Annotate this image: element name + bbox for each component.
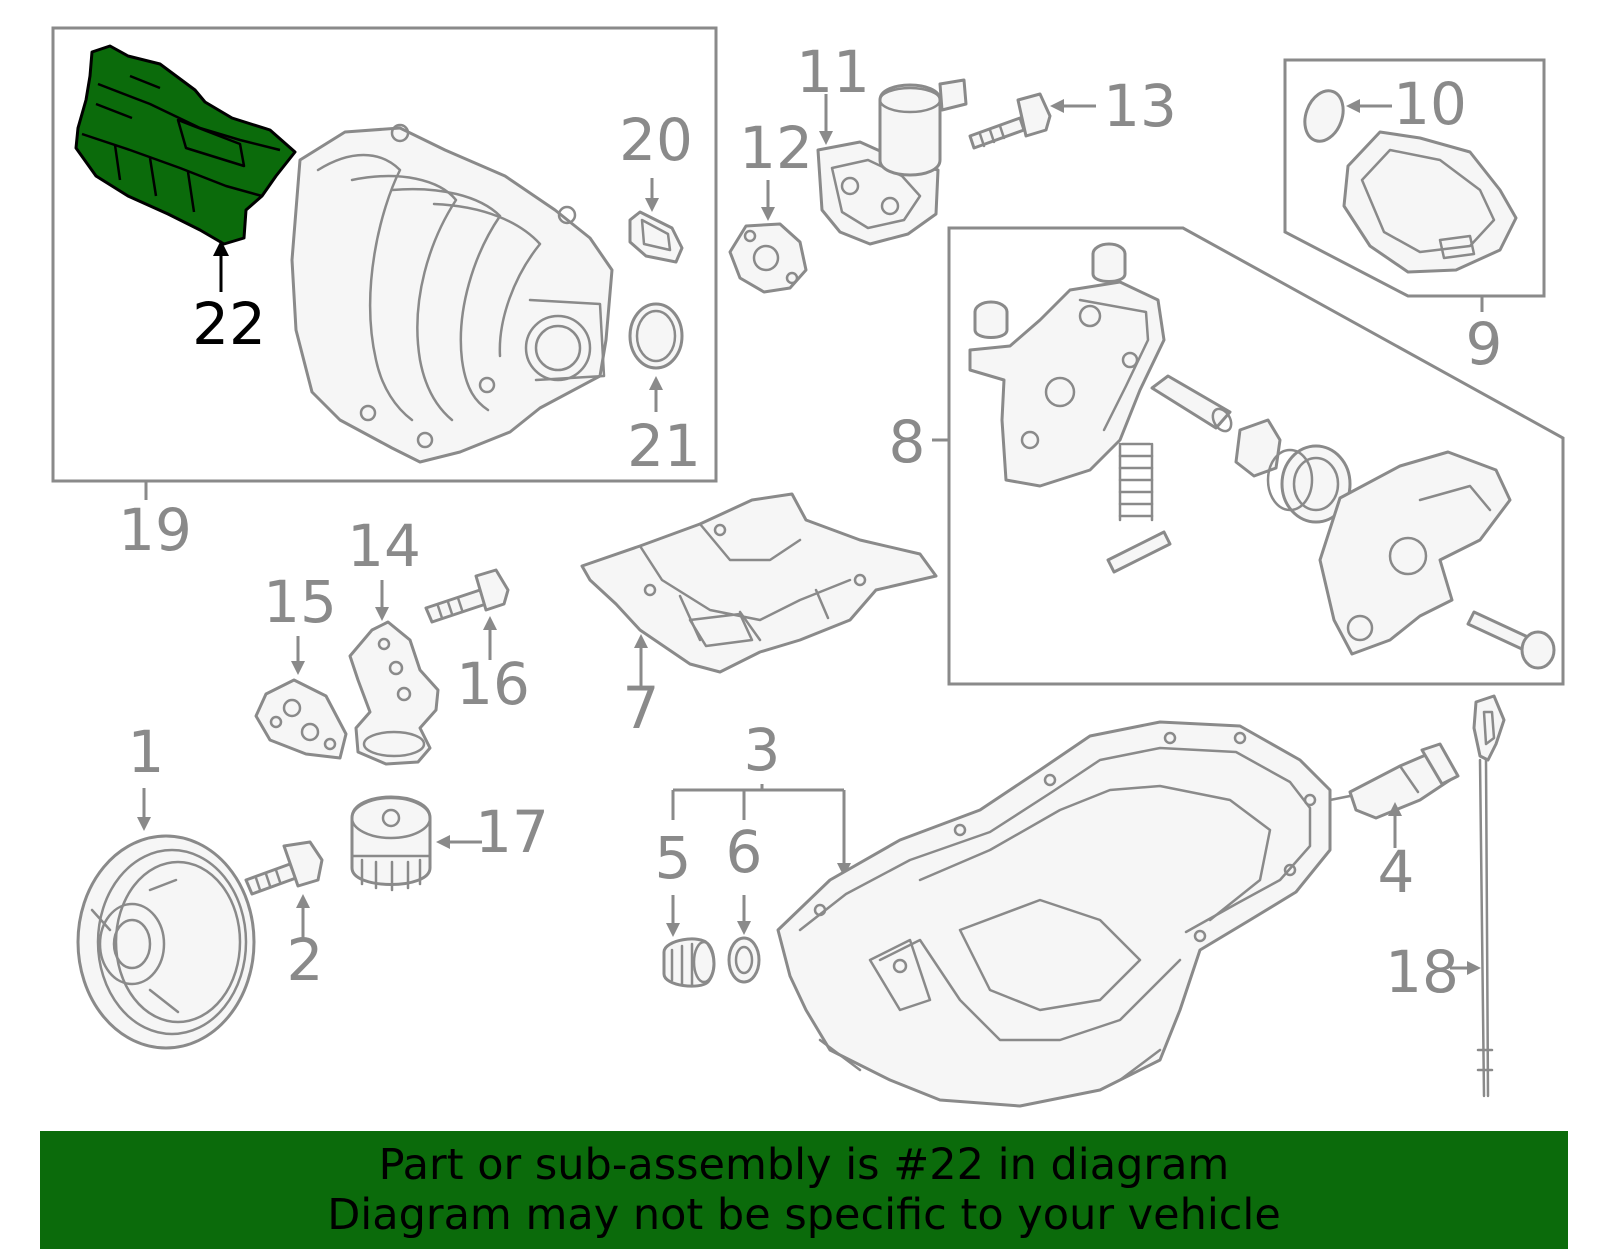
part-18-dipstick[interactable] (1472, 694, 1506, 1098)
part-8-pin[interactable] (1106, 530, 1172, 574)
part-4-dipstick-tube[interactable] (1328, 742, 1460, 820)
callout-6[interactable]: 6 (726, 818, 763, 886)
part-19-intake-manifold[interactable] (290, 123, 614, 464)
leader-3-bracket (671, 784, 846, 870)
callout-12[interactable]: 12 (739, 114, 813, 182)
callout-14[interactable]: 14 (347, 512, 421, 580)
callout-5[interactable]: 5 (655, 824, 692, 892)
callout-7[interactable]: 7 (623, 674, 660, 742)
callout-22-highlighted[interactable]: 22 (192, 290, 266, 358)
callout-10[interactable]: 10 (1393, 70, 1467, 138)
callout-18[interactable]: 18 (1385, 938, 1459, 1006)
part-13-bolt[interactable] (968, 92, 1052, 150)
callout-11[interactable]: 11 (796, 38, 870, 106)
callout-3[interactable]: 3 (744, 716, 781, 784)
part-3-oil-pan[interactable] (776, 720, 1332, 1108)
part-12-gasket[interactable] (728, 222, 808, 294)
part-8-bolt[interactable] (1466, 610, 1556, 670)
callout-8[interactable]: 8 (889, 408, 926, 476)
part-14-filter-adapter[interactable] (348, 620, 440, 766)
info-banner: Part or sub-assembly is #22 in diagram D… (40, 1131, 1568, 1249)
part-21-o-ring[interactable] (628, 302, 684, 370)
part-8-outer-rotor[interactable] (1266, 444, 1352, 524)
part-22-engine-cover[interactable] (74, 44, 297, 246)
callout-16[interactable]: 16 (456, 650, 530, 718)
part-8-pump-cover[interactable] (1318, 450, 1512, 656)
group-box-19 (51, 26, 718, 483)
part-17-oil-filter[interactable] (350, 795, 432, 892)
part-9-cover[interactable] (1342, 130, 1518, 274)
part-8-oil-pump-housing[interactable] (968, 242, 1166, 488)
callout-15[interactable]: 15 (263, 568, 337, 636)
part-2-pulley-bolt[interactable] (244, 840, 324, 896)
banner-line-part-number: Part or sub-assembly is #22 in diagram (378, 1140, 1230, 1190)
callout-17[interactable]: 17 (475, 798, 549, 866)
part-8-inner-rotor[interactable] (1234, 418, 1282, 478)
callout-1[interactable]: 1 (128, 718, 165, 786)
part-8-relief-plunger[interactable] (1150, 374, 1235, 434)
part-7-oil-baffle[interactable] (580, 492, 938, 674)
callout-2[interactable]: 2 (287, 926, 324, 994)
part-5-drain-plug[interactable] (662, 937, 716, 988)
banner-line-disclaimer: Diagram may not be specific to your vehi… (327, 1190, 1281, 1240)
part-20-gasket-block[interactable] (628, 210, 684, 264)
callout-4[interactable]: 4 (1378, 838, 1415, 906)
part-16-bolt[interactable] (424, 568, 510, 624)
part-1-crankshaft-pulley[interactable] (76, 834, 256, 1050)
part-10-o-ring[interactable] (1298, 85, 1350, 146)
callout-20[interactable]: 20 (619, 106, 693, 174)
part-15-gasket[interactable] (254, 678, 348, 760)
part-11-control-valve[interactable] (816, 78, 968, 246)
group-box-9 (1283, 58, 1546, 298)
callout-9[interactable]: 9 (1466, 310, 1503, 378)
part-8-spring[interactable] (1118, 442, 1154, 522)
callout-13[interactable]: 13 (1103, 72, 1177, 140)
callout-21[interactable]: 21 (627, 412, 701, 480)
callout-19[interactable]: 19 (118, 496, 192, 564)
part-6-drain-washer[interactable] (727, 936, 761, 984)
group-box-8 (947, 226, 1565, 686)
